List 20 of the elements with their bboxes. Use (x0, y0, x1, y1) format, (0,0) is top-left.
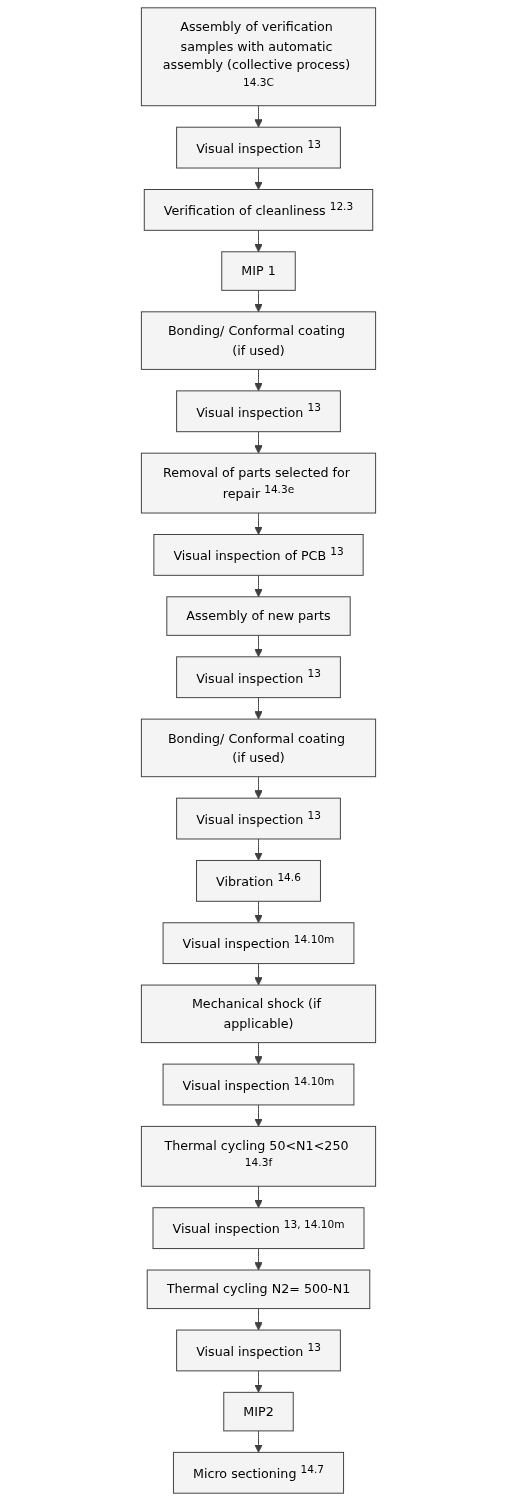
node-box: Removal of parts selected for repair $^{14.3e}$ (140, 452, 377, 514)
node-box: MIP2 (223, 1391, 294, 1432)
node-box: Visual inspection $^{13}$ (176, 797, 341, 840)
node-box: Visual inspection $^{13}$ (176, 126, 341, 169)
node-box: Visual inspection $^{13}$ (176, 390, 341, 433)
node-box: Visual inspection $^{13, 14.10m}$ (152, 1207, 365, 1250)
node-box: MIP 1 (221, 251, 296, 291)
node-box: Thermal cycling N2= 500-N1 (146, 1269, 371, 1310)
node-box: Visual inspection $^{13}$ (176, 656, 341, 699)
node-box: Bonding/ Conformal coating (if used) (140, 718, 377, 778)
node-box: Assembly of new parts (166, 596, 351, 636)
node-box: Mechanical shock (if applicable) (140, 984, 377, 1044)
node-box: Micro sectioning $^{14.7}$ (172, 1451, 345, 1494)
node-box: Visual inspection of PCB $^{13}$ (153, 534, 364, 576)
node-box: Verification of cleanliness $^{12.3}$ (143, 189, 374, 231)
node-box: Visual inspection $^{14.10m}$ (162, 922, 355, 965)
node-box: Bonding/ Conformal coating (if used) (140, 311, 377, 370)
node-box: Visual inspection $^{14.10m}$ (162, 1063, 355, 1106)
node-box: Vibration $^{14.6}$ (196, 859, 321, 902)
node-box: Visual inspection $^{13}$ (176, 1329, 341, 1372)
